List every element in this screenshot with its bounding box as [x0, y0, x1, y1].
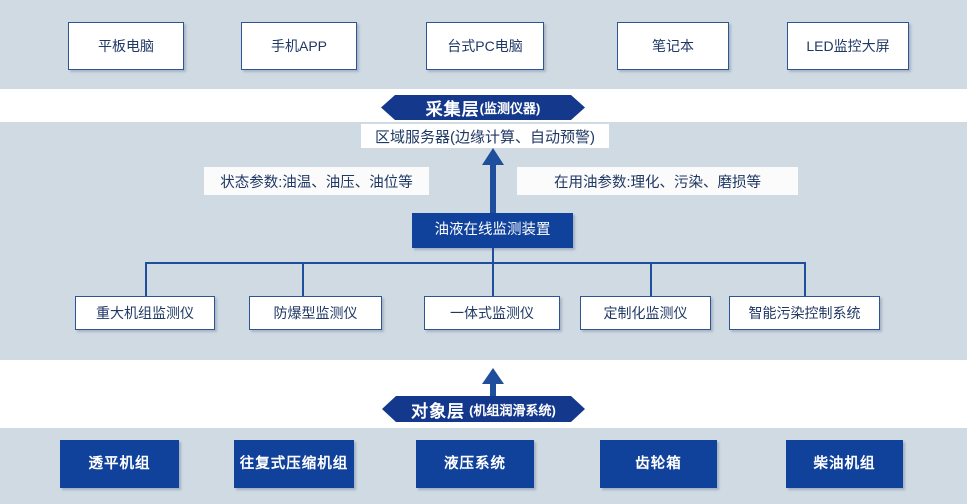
- object-label: 往复式压缩机组: [239, 455, 349, 472]
- device-box-desktop-pc[interactable]: 台式PC电脑: [426, 22, 544, 70]
- monitor-type-label: 重大机组监测仪: [96, 304, 194, 321]
- oil-online-monitoring-device-label: 油液在线监测装置: [434, 222, 551, 239]
- device-label: 台式PC电脑: [447, 37, 523, 54]
- object-box-reciprocating-compressor[interactable]: 往复式压缩机组: [234, 440, 354, 488]
- object-box-hydraulic-system[interactable]: 液压系统: [416, 440, 534, 488]
- connector-drop-4: [650, 262, 652, 297]
- monitor-type-label: 定制化监测仪: [603, 304, 688, 321]
- device-box-mobile-app[interactable]: 手机APP: [241, 22, 357, 70]
- device-label: 手机APP: [270, 37, 327, 54]
- in-service-oil-parameters-label: 在用油参数:理化、污染、磨损等: [517, 167, 798, 195]
- object-layer-title: 对象层: [411, 401, 466, 421]
- device-box-tablet[interactable]: 平板电脑: [68, 22, 184, 70]
- monitor-type-integrated[interactable]: 一体式监测仪: [424, 296, 560, 330]
- connector-bus: [145, 262, 806, 264]
- monitor-type-label: 一体式监测仪: [450, 304, 534, 321]
- connector-drop-2: [302, 262, 304, 297]
- monitor-type-explosion-proof[interactable]: 防爆型监测仪: [249, 296, 382, 330]
- status-parameters-label: 状态参数:油温、油压、油位等: [204, 167, 429, 195]
- object-label: 液压系统: [444, 455, 506, 472]
- device-label: LED监控大屏: [806, 37, 890, 54]
- collection-layer-banner: 采集层(监测仪器): [381, 95, 585, 120]
- connector-drop-1: [145, 262, 147, 297]
- object-box-diesel-unit[interactable]: 柴油机组: [786, 440, 903, 488]
- upward-arrow-to-collection-icon: [482, 368, 504, 402]
- device-label: 笔记本: [652, 37, 694, 54]
- device-box-laptop[interactable]: 笔记本: [617, 22, 729, 70]
- oil-online-monitoring-device-node[interactable]: 油液在线监测装置: [412, 213, 573, 248]
- collection-layer-subtitle: (监测仪器): [479, 101, 541, 116]
- connector-drop-3: [492, 262, 494, 297]
- status-parameters-text: 状态参数:油温、油压、油位等: [220, 174, 413, 191]
- object-label: 柴油机组: [813, 455, 876, 472]
- monitor-type-customized[interactable]: 定制化监测仪: [580, 296, 711, 330]
- object-layer-subtitle: (机组润滑系统): [469, 402, 556, 418]
- connector-stem: [492, 248, 494, 263]
- regional-server-text: 区域服务器(边缘计算、自动预警): [375, 128, 595, 146]
- device-box-led-screen[interactable]: LED监控大屏: [787, 22, 909, 70]
- regional-server-label: 区域服务器(边缘计算、自动预警): [361, 124, 609, 148]
- in-service-oil-parameters-text: 在用油参数:理化、污染、磨损等: [553, 174, 762, 191]
- monitor-type-label: 智能污染控制系统: [748, 304, 861, 321]
- upward-arrow-to-server-icon: [482, 148, 504, 216]
- object-layer-banner: 对象层(机组润滑系统): [382, 396, 585, 422]
- collection-layer-title: 采集层: [425, 100, 480, 119]
- object-box-gearbox[interactable]: 齿轮箱: [600, 440, 717, 488]
- monitor-type-major-unit[interactable]: 重大机组监测仪: [75, 296, 215, 330]
- object-label: 透平机组: [88, 455, 151, 472]
- monitor-type-label: 防爆型监测仪: [273, 304, 358, 321]
- object-box-turbine-unit[interactable]: 透平机组: [60, 440, 179, 488]
- monitor-type-smart-contamination-control[interactable]: 智能污染控制系统: [729, 296, 880, 330]
- object-label: 齿轮箱: [635, 455, 682, 472]
- connector-drop-5: [804, 262, 806, 297]
- device-label: 平板电脑: [98, 37, 154, 54]
